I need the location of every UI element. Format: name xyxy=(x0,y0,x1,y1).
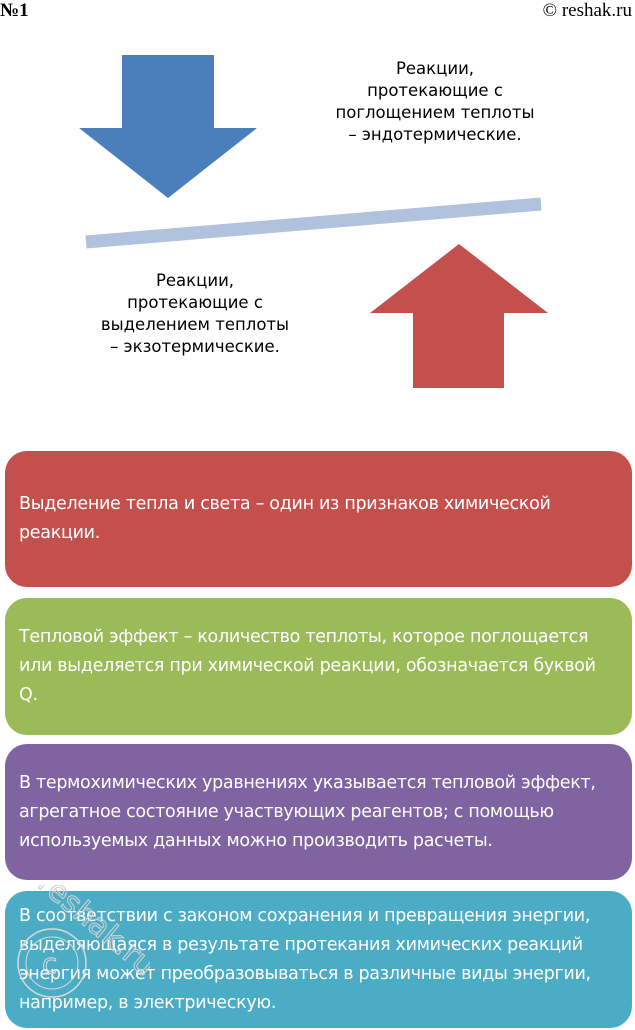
info-box-thermochemical-equations: В термохимических уравнениях указывается… xyxy=(5,744,632,880)
info-box-thermal-effect: Тепловой эффект – количество теплоты, ко… xyxy=(5,598,632,735)
down-arrow-icon xyxy=(79,55,257,198)
info-box-heat-light: Выделение тепла и света – один из призна… xyxy=(5,451,632,587)
info-box-energy-conservation: В соответствии с законом сохранения и пр… xyxy=(5,891,632,1028)
up-arrow-icon xyxy=(370,244,548,388)
copyright-label: © reshak.ru xyxy=(542,0,632,21)
info-box-text: В соответствии с законом сохранения и пр… xyxy=(19,905,591,1013)
balance-bar xyxy=(85,197,542,249)
heat-balance-diagram xyxy=(79,55,548,388)
exothermic-caption: Реакции, протекающие с выделением теплот… xyxy=(100,271,290,356)
info-box-text: Выделение тепла и света – один из призна… xyxy=(19,494,551,543)
info-box-text: Тепловой эффект – количество теплоты, ко… xyxy=(19,627,596,705)
endothermic-caption: Реакции, протекающие с поглощением тепло… xyxy=(335,59,535,144)
info-box-text: В термохимических уравнениях указывается… xyxy=(19,772,596,851)
task-number: №1 xyxy=(0,0,29,21)
